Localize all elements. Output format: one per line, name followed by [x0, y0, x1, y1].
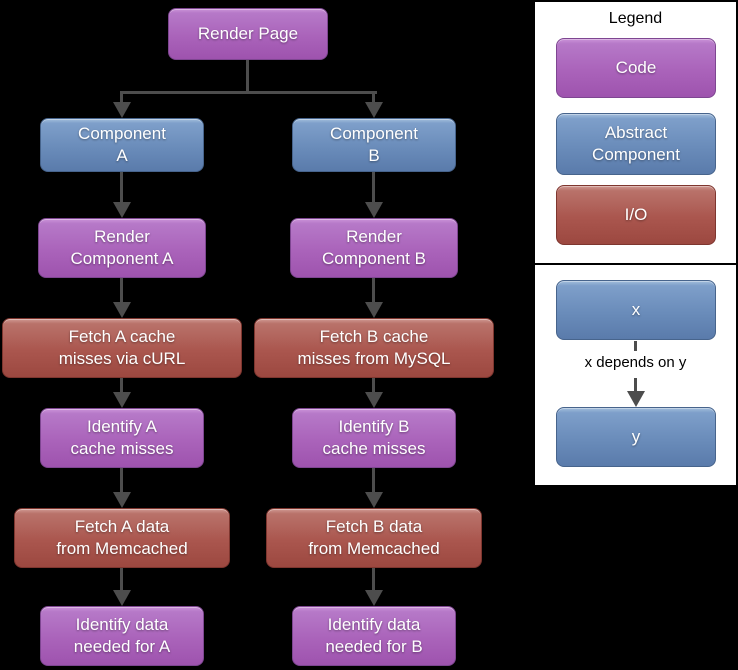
node-label: Identify B cache misses [322, 416, 426, 458]
connector-line [372, 172, 375, 203]
node-label: Fetch B cache misses from MySQL [297, 326, 451, 368]
arrow-down-icon [365, 590, 383, 606]
node-label: Fetch A cache misses via cURL [58, 326, 186, 368]
connector-line [246, 60, 249, 93]
node-identify-data-a: Identify data needed for A [40, 606, 204, 666]
node-label: Identify data needed for A [73, 614, 171, 656]
legend-label: x [631, 299, 641, 319]
node-label: Render Component A [70, 226, 174, 268]
node-render-page: Render Page [168, 8, 328, 60]
connector-line [372, 91, 375, 103]
legend-swatch-abstract-component: Abstract Component [556, 113, 716, 175]
arrow-down-icon [113, 590, 131, 606]
legend-relation-text: x depends on y [584, 354, 687, 371]
arrow-down-icon [365, 202, 383, 218]
legend-divider [533, 263, 738, 265]
node-component-b: Component B [292, 118, 456, 172]
connector-line [120, 91, 123, 103]
connector-line [120, 468, 123, 493]
node-label: Fetch B data from Memcached [308, 516, 440, 558]
connector-line [120, 172, 123, 203]
arrow-down-icon [113, 492, 131, 508]
node-label: Component B [330, 123, 418, 165]
node-label: Render Page [197, 23, 299, 43]
legend-node-y: y [556, 407, 716, 467]
node-fetch-b-data: Fetch B data from Memcached [266, 508, 482, 568]
arrow-down-icon [627, 391, 645, 407]
arrow-down-icon [113, 102, 131, 118]
node-label: Fetch A data from Memcached [56, 516, 188, 558]
connector-line [120, 278, 123, 303]
node-fetch-b-cache-misses: Fetch B cache misses from MySQL [254, 318, 494, 378]
legend-panel: Legend Code Abstract Component I/O x x d… [533, 0, 738, 487]
node-fetch-a-cache-misses: Fetch A cache misses via cURL [2, 318, 242, 378]
connector-line [372, 568, 375, 591]
connector-line [372, 378, 375, 393]
connector-line [372, 468, 375, 493]
connector-line [120, 378, 123, 393]
legend-title: Legend [608, 10, 663, 27]
arrow-down-icon [365, 302, 383, 318]
arrow-down-icon [365, 102, 383, 118]
node-label: Identify A cache misses [70, 416, 174, 458]
legend-swatch-code: Code [556, 38, 716, 98]
arrow-down-icon [365, 492, 383, 508]
legend-label: I/O [624, 204, 648, 224]
node-component-a: Component A [40, 118, 204, 172]
legend-label: Abstract Component [592, 122, 680, 164]
node-label: Identify data needed for B [325, 614, 423, 656]
arrow-down-icon [113, 302, 131, 318]
legend-node-x: x [556, 280, 716, 340]
connector-line [120, 568, 123, 591]
connector-line [634, 341, 637, 351]
node-render-component-a: Render Component A [38, 218, 206, 278]
connector-line [372, 278, 375, 303]
arrow-down-icon [113, 202, 131, 218]
legend-label: Code [615, 57, 657, 77]
legend-swatch-io: I/O [556, 185, 716, 245]
node-label: Render Component B [322, 226, 426, 268]
node-identify-data-b: Identify data needed for B [292, 606, 456, 666]
connector-line [120, 91, 377, 94]
node-render-component-b: Render Component B [290, 218, 458, 278]
node-identify-a-cache-misses: Identify A cache misses [40, 408, 204, 468]
connector-line [634, 378, 637, 392]
arrow-down-icon [113, 392, 131, 408]
node-identify-b-cache-misses: Identify B cache misses [292, 408, 456, 468]
node-fetch-a-data: Fetch A data from Memcached [14, 508, 230, 568]
legend-label: y [631, 426, 641, 446]
node-label: Component A [78, 123, 166, 165]
arrow-down-icon [365, 392, 383, 408]
